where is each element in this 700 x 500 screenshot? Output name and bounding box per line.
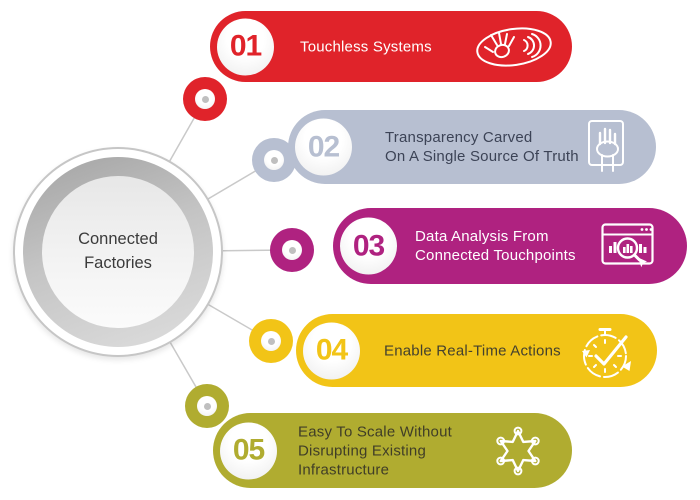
- item-label-line: Enable Real-Time Actions: [384, 342, 561, 359]
- item-label: Enable Real-Time Actions: [384, 341, 561, 360]
- item-pill-real-time-actions: 04 Enable Real-Time Actions: [296, 314, 657, 387]
- item-label: Transparency Carved On A Single Source O…: [385, 128, 579, 166]
- item-label-line: Transparency Carved: [385, 129, 533, 146]
- item-pill-touchless-systems: 01 Touchless Systems: [210, 11, 572, 82]
- connector-bead-dot: [288, 246, 296, 254]
- connector-bead-2: [252, 138, 296, 182]
- data-analysis-magnifier-icon: [601, 223, 657, 269]
- connector-bead-dot: [267, 337, 275, 345]
- item-label-line: On A Single Source Of Truth: [385, 148, 579, 165]
- connector-bead-inner: [195, 89, 215, 109]
- stopwatch-check-icon: [579, 323, 637, 383]
- item-label-line: Easy To Scale Without: [298, 423, 452, 440]
- connector-bead-inner: [282, 240, 302, 260]
- item-label-line: Infrastructure: [298, 461, 390, 478]
- item-label: Easy To Scale Without Disrupting Existin…: [298, 422, 452, 479]
- item-number-badge: 03: [340, 217, 397, 275]
- item-label-line: Disrupting Existing: [298, 442, 427, 459]
- oath-hand-on-document-icon: [586, 118, 628, 176]
- connector-bead-5: [185, 384, 229, 428]
- central-hub-inner: Connected Factories: [42, 176, 194, 328]
- central-hub-label: Connected Factories: [78, 230, 158, 272]
- item-pill-data-analysis: 03 Data Analysis From Connected Touchpoi…: [333, 208, 687, 284]
- connector-bead-dot: [201, 95, 209, 103]
- item-number-badge: 02: [295, 118, 352, 176]
- connector-bead-dot: [270, 156, 278, 164]
- item-number-badge: 05: [220, 422, 277, 479]
- connector-bead-inner: [264, 150, 284, 170]
- item-pill-easy-to-scale: 05 Easy To Scale Without Disrupting Exis…: [213, 413, 572, 488]
- item-label: Touchless Systems: [300, 37, 432, 56]
- item-label-line: Connected Touchpoints: [415, 247, 576, 264]
- connector-bead-1: [183, 77, 227, 121]
- item-label-line: Touchless Systems: [300, 38, 432, 55]
- item-pill-transparency: 02 Transparency Carved On A Single Sourc…: [288, 110, 656, 184]
- scale-star-icon: [491, 421, 545, 481]
- connector-bead-4: [249, 319, 293, 363]
- touchless-gesture-icon: [472, 22, 556, 72]
- connector-bead-inner: [197, 396, 217, 416]
- central-hub-circle: Connected Factories: [13, 147, 223, 357]
- central-hub-ring: Connected Factories: [23, 157, 213, 347]
- connector-bead-3: [270, 228, 314, 272]
- item-number-badge: 04: [303, 322, 360, 379]
- item-number-badge: 01: [217, 18, 274, 75]
- item-label: Data Analysis From Connected Touchpoints: [415, 227, 576, 265]
- connector-bead-dot: [203, 402, 211, 410]
- connector-bead-inner: [261, 331, 281, 351]
- item-label-line: Data Analysis From: [415, 228, 549, 245]
